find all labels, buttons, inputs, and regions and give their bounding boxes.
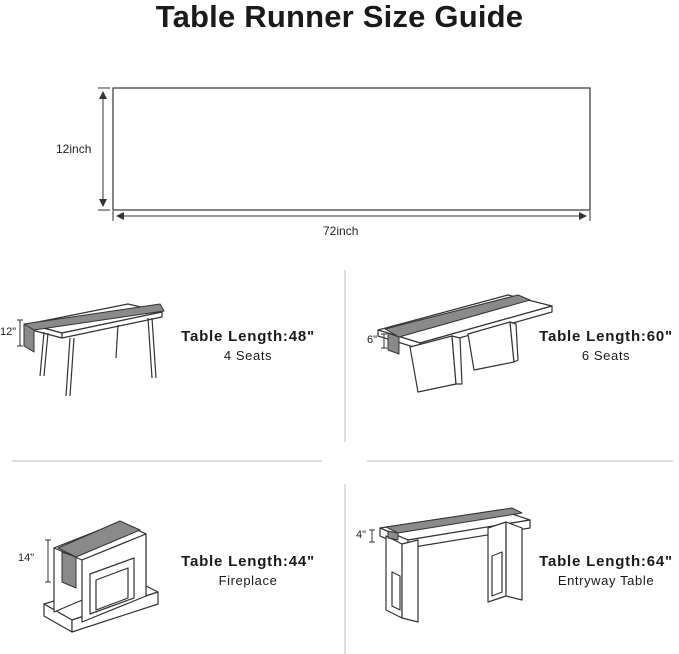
panel-4-length: Table Length:64" [539,553,673,570]
panel-4-caption: Table Length:64" Entryway Table [528,553,679,588]
panel-4-drop-label: 4" [356,529,367,541]
panel-4-use: Entryway Table [557,573,655,588]
runner-width-label: 12inch [56,142,92,156]
runner-length-label: 72inch [323,224,359,238]
entryway-table-icon [369,507,531,623]
panel-1-length: Table Length:48" [181,328,315,345]
panel-2-seats: 6 Seats [581,348,631,363]
runner-rectangle [112,87,591,211]
panel-3-drop-label: 14" [18,552,35,564]
panel-1-caption: Table Length:48" 4 Seats [168,328,328,363]
console-table-icon [17,303,165,397]
panel-3-caption: Table Length:44" Fireplace [168,553,328,588]
pedestal-table-icon [377,294,553,393]
page-title: Table Runner Size Guide [155,0,524,34]
panel-2-caption: Table Length:60" 6 Seats [528,328,679,363]
panel-3-use: Fireplace [218,573,278,588]
panel-2-length: Table Length:60" [539,328,673,345]
panel-2-drop-label: 6" [367,334,378,346]
fireplace-icon [43,520,159,633]
panel-1-drop-label: 12" [0,326,17,338]
panel-1-seats: 4 Seats [223,348,273,363]
panel-3-length: Table Length:44" [181,553,315,570]
